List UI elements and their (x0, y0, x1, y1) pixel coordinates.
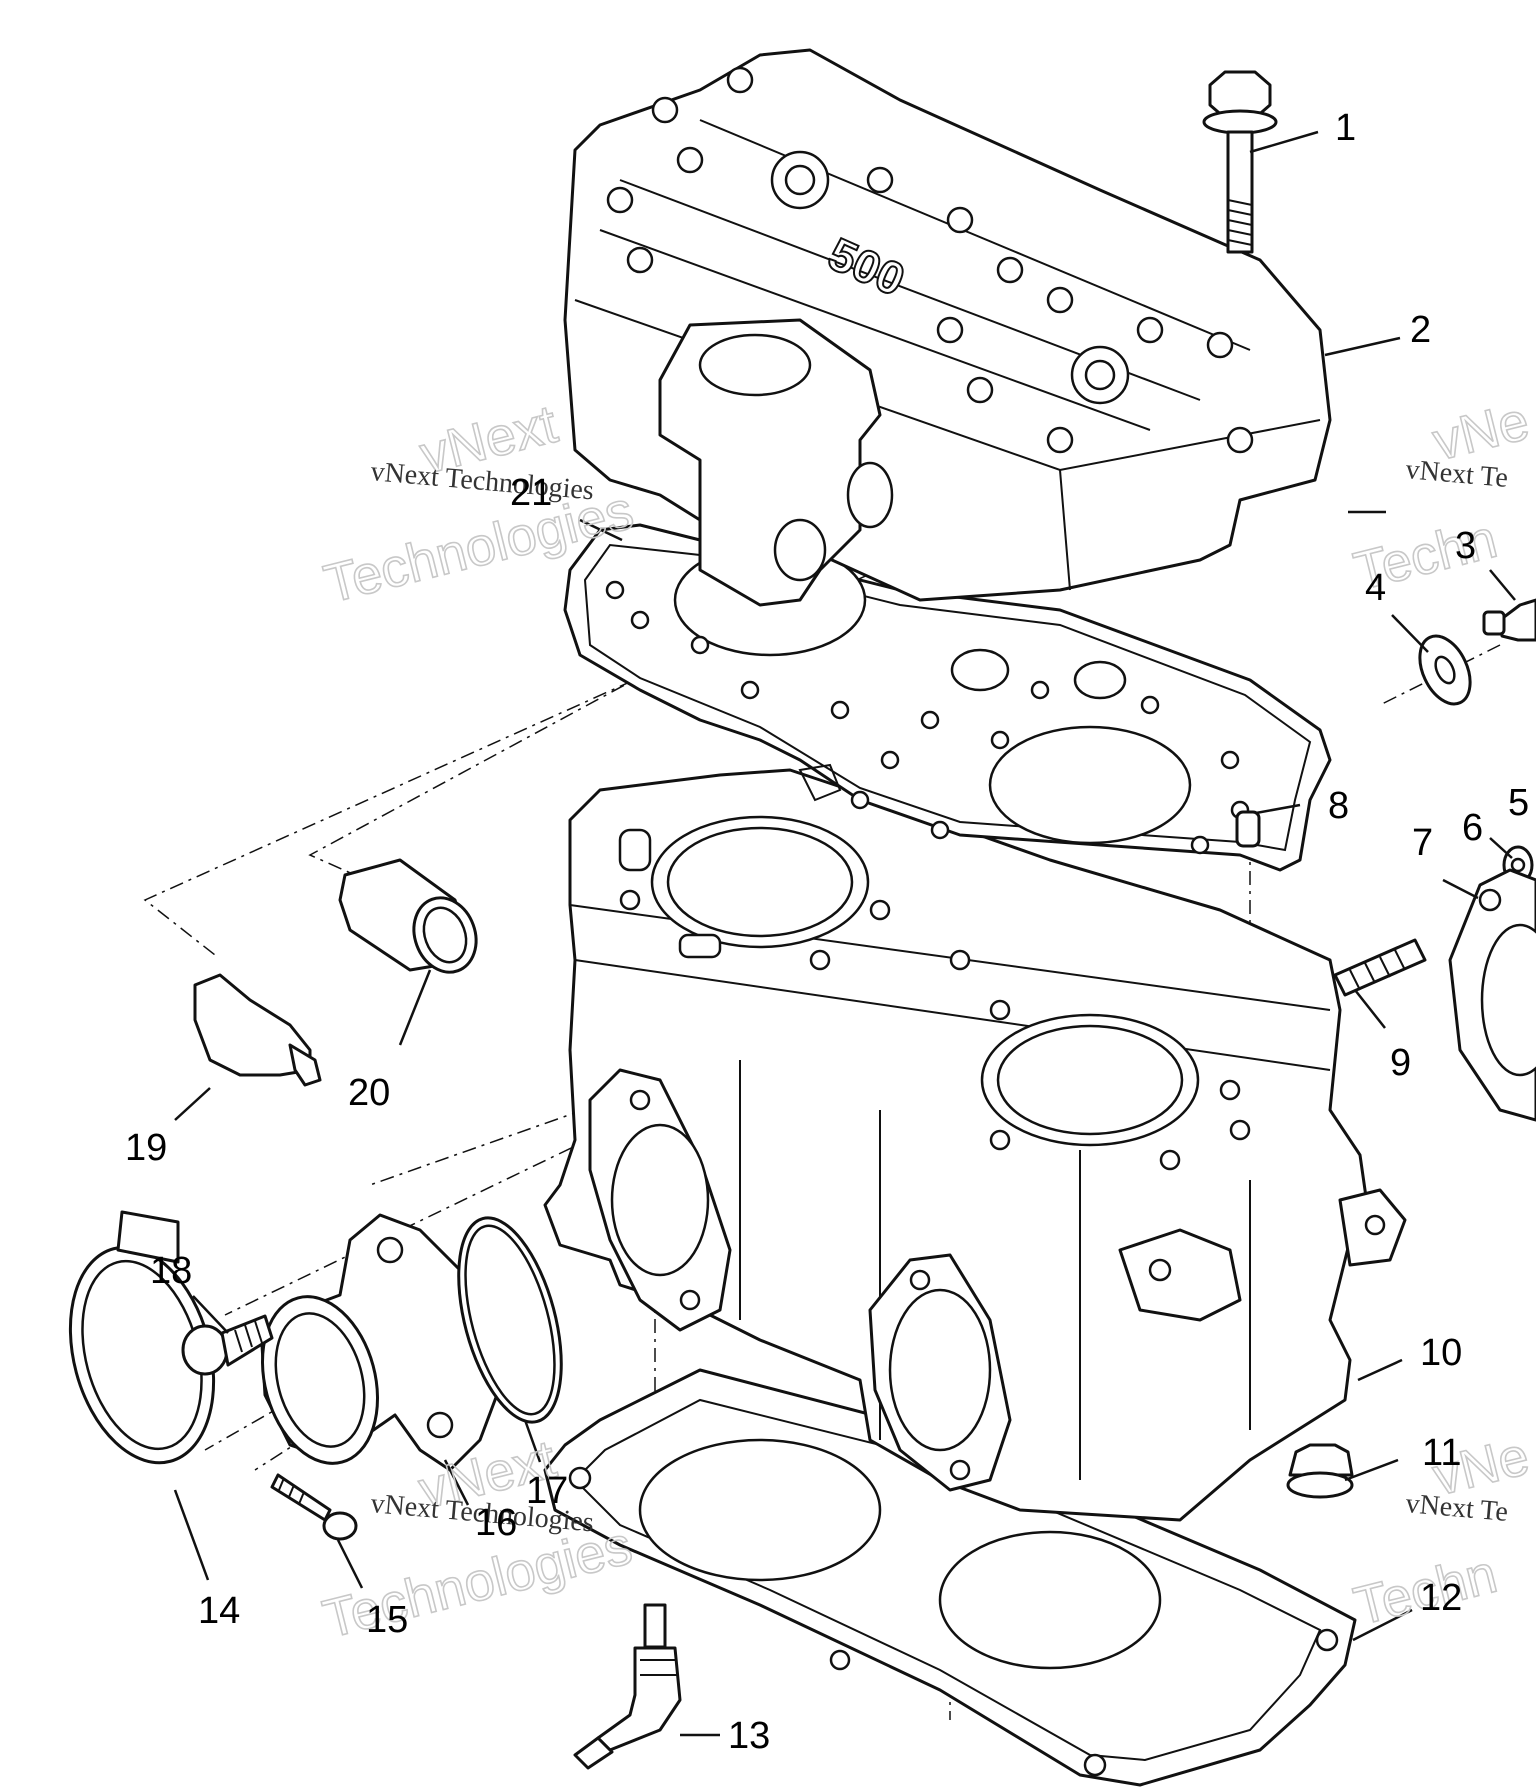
callout-13: 13 (728, 1715, 770, 1757)
washer (1418, 634, 1472, 706)
watermark-small-right: vNext Te (1404, 454, 1509, 494)
callout-2: 2 (1410, 309, 1431, 351)
intake-adaptor (260, 1213, 512, 1472)
callout-18: 18 (150, 1250, 192, 1292)
screw (1482, 598, 1536, 642)
water-outlet-fitting (658, 318, 894, 607)
cylinder-head: 500 (563, 48, 1332, 602)
watermarks: vNext Technologies vNext Technologies vN… (317, 390, 1536, 1651)
callout-12: 12 (1420, 1577, 1462, 1619)
callout-4: 4 (1365, 567, 1386, 609)
leader-lines (173, 130, 1516, 1737)
base-gasket-bore-right (938, 1530, 1162, 1670)
callout-8: 8 (1328, 785, 1349, 827)
head-gasket-bore-right (988, 725, 1192, 845)
callout-3: 3 (1455, 525, 1476, 567)
cap-nut (1286, 1443, 1354, 1499)
elbow-fitting (573, 1603, 682, 1770)
callout-14: 14 (198, 1590, 240, 1632)
callout-7: 7 (1412, 822, 1433, 864)
o-ring (457, 1216, 563, 1424)
clamp-screw (270, 1473, 358, 1541)
callout-16: 16 (475, 1502, 517, 1544)
exhaust-flange (1448, 868, 1536, 1122)
head-bolt (1202, 70, 1278, 254)
callout-10: 10 (1420, 1332, 1462, 1374)
sleeve-fitting (338, 858, 478, 974)
callout-17: 17 (526, 1470, 568, 1512)
temperature-sensor (193, 973, 322, 1087)
callout-15: 15 (366, 1599, 408, 1641)
base-gasket-bore-left (638, 1438, 882, 1582)
callout-labels: 1 2 3 4 5 6 7 8 9 10 11 12 13 14 15 16 1… (125, 107, 1529, 1757)
flange-bolt (181, 1314, 274, 1376)
band-clamp (68, 1210, 216, 1465)
callout-9: 9 (1390, 1042, 1411, 1084)
stud (1333, 938, 1427, 997)
callout-19: 19 (125, 1127, 167, 1169)
base-gasket (543, 1368, 1357, 1787)
callout-21: 21 (510, 472, 552, 514)
callout-6: 6 (1462, 807, 1483, 849)
callout-1: 1 (1335, 107, 1356, 149)
callout-11: 11 (1422, 1432, 1461, 1474)
callout-20: 20 (348, 1072, 390, 1114)
cylinder-block (543, 768, 1407, 1522)
callout-5: 5 (1508, 782, 1529, 824)
dowel-pin (1235, 810, 1261, 848)
